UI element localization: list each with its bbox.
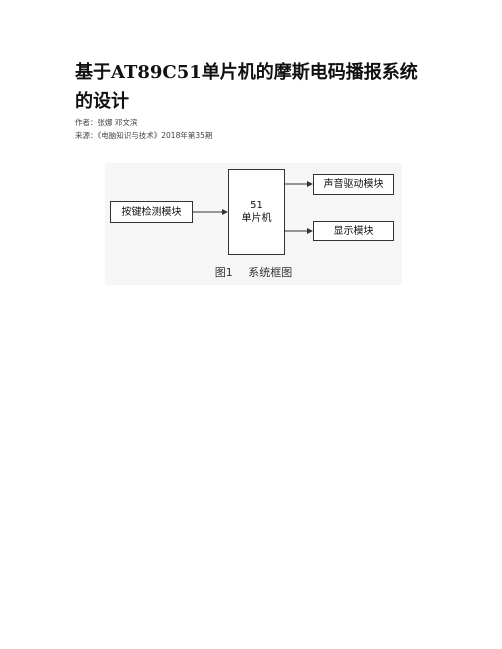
block-key-detect: 按键检测模块 bbox=[110, 201, 193, 223]
system-block-diagram: 按键检测模块 51 单片机 声音驱动模块 显示模块 图1 系统框图 bbox=[105, 163, 402, 285]
block-display: 显示模块 bbox=[313, 221, 394, 241]
block-sound-drive: 声音驱动模块 bbox=[313, 174, 394, 195]
figure-caption: 图1 系统框图 bbox=[105, 264, 402, 280]
block-mcu-line2: 单片机 bbox=[241, 213, 272, 224]
diagram-connectors bbox=[193, 181, 313, 234]
source-line: 来源：《电脑知识与技术》2018年第35期 bbox=[75, 131, 213, 140]
author-line: 作者：张娜 邓文滨 bbox=[75, 118, 138, 127]
caption-text: 系统框图 bbox=[248, 266, 293, 279]
block-mcu: 51 单片机 bbox=[228, 169, 285, 255]
document-title: 基于AT89C51单片机的摩斯电码播报系统的设计 bbox=[75, 62, 418, 112]
caption-number: 图1 bbox=[214, 266, 233, 279]
block-mcu-line1: 51 bbox=[250, 200, 263, 211]
